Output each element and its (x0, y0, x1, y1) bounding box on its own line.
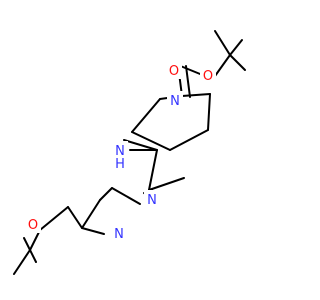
bond-line (185, 65, 191, 98)
label-mask (144, 190, 160, 208)
bond-line (67, 206, 83, 229)
molecule-structure: O O N N H N N O (13, 30, 246, 275)
pyrrolidine-nitrogen-label: N (170, 94, 180, 109)
label-mask (112, 141, 128, 171)
bond-line (148, 177, 185, 191)
label-mask (111, 224, 127, 242)
label-mask (166, 61, 182, 79)
bond-line (214, 54, 231, 77)
bond-line (23, 237, 37, 263)
bond-line (111, 187, 141, 205)
label-mask (167, 91, 183, 109)
bond-line (123, 139, 158, 151)
bond-line (169, 129, 209, 151)
atom-label-layer: O O N N H N N O (25, 61, 216, 242)
bond-line (81, 227, 105, 235)
bond-line (13, 249, 31, 275)
bond-line (81, 199, 101, 229)
bond-line (131, 98, 161, 133)
ester-oxygen-label: O (203, 69, 213, 84)
label-mask (25, 215, 41, 233)
label-mask (200, 66, 216, 84)
bond-line (229, 39, 243, 56)
bond-line (181, 93, 211, 97)
bond-line (39, 206, 69, 231)
amine-nitrogen-label: N (115, 144, 125, 159)
carbonyl-oxygen-label: O (169, 64, 179, 79)
bond-line (99, 187, 113, 201)
bond-line (229, 54, 246, 71)
pyrimidine-nitrogen-bottom-label: N (114, 227, 124, 242)
bond-line (207, 93, 211, 131)
ethoxy-oxygen-label: O (28, 218, 38, 233)
amine-hydrogen-label: H (115, 157, 125, 172)
bond-line (148, 149, 158, 191)
bond-line (131, 131, 171, 151)
pyrimidine-nitrogen-top-label: N (147, 193, 157, 208)
bond-line (214, 30, 231, 56)
bond-line (29, 229, 41, 251)
